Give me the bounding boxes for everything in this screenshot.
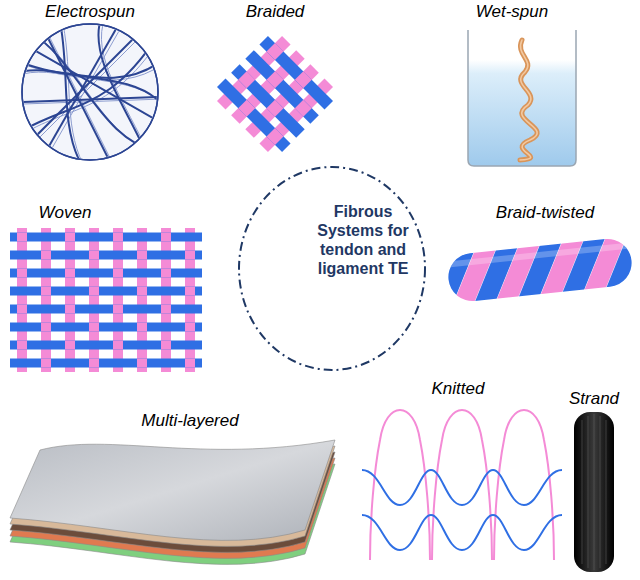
node-title: Fibrous Systems for tendon and ligament …	[299, 202, 427, 278]
figure-label: Multi-layered	[141, 411, 238, 431]
knitted-figure	[362, 410, 562, 560]
figure-label: Electrospun	[45, 2, 135, 22]
center-ellipse: Fibrous Systems for tendon and ligament …	[237, 165, 427, 372]
woven-figure	[10, 228, 202, 372]
wet-spun-figure	[468, 30, 576, 166]
figure-label: Strand	[569, 389, 619, 409]
figure-label: Braid-twisted	[496, 203, 594, 223]
multi-layered-figure	[10, 440, 335, 564]
electrospun-figure	[20, 22, 163, 164]
braid-twisted-figure	[412, 225, 640, 313]
figure-label: Braided	[246, 2, 305, 22]
figure-label: Knitted	[432, 379, 485, 399]
figure-label: Wet-spun	[476, 2, 548, 22]
strand-figure	[574, 412, 614, 572]
braided-figure	[210, 29, 340, 159]
figure-label: Woven	[39, 203, 92, 223]
